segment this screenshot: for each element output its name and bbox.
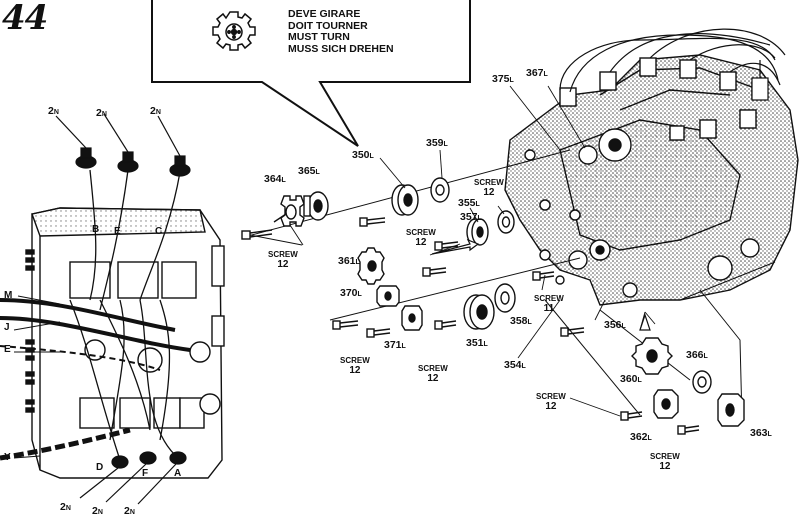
- bearing-357: [466, 218, 489, 246]
- cable-label-top-2: 2N: [96, 107, 107, 119]
- part-label-359: 359L: [426, 137, 448, 149]
- engine-block: [504, 54, 799, 306]
- letter-y: Y: [4, 452, 11, 463]
- note-line-german: MUSS SICH DREHEN: [288, 42, 394, 55]
- part-label-375: 375L: [492, 73, 514, 85]
- screw-362: [620, 411, 643, 421]
- cable-label-bottom-1: 2N: [60, 501, 71, 513]
- gear-362: [653, 389, 679, 419]
- ring-359: [430, 177, 450, 203]
- gear-361: [357, 247, 385, 285]
- note-line-french: DOIT TOURNER: [288, 19, 368, 32]
- screw-pair-2: [422, 267, 447, 277]
- part-label-370: 370L: [340, 287, 362, 299]
- letter-c: C: [155, 226, 163, 237]
- screw-lower-2: [366, 328, 391, 338]
- part-label-362: 362L: [630, 431, 652, 443]
- part-label-366: 366L: [686, 349, 708, 361]
- step-number: 44: [2, 0, 48, 38]
- screw-lower-3: [434, 320, 457, 330]
- part-label-358: 358L: [510, 315, 532, 327]
- screw-11: [532, 271, 555, 281]
- part-label-350: 350L: [352, 149, 374, 161]
- gear-icon: [212, 11, 256, 51]
- exploded-parts: [241, 177, 745, 435]
- gear-363: [717, 393, 745, 427]
- letter-m: M: [4, 290, 13, 301]
- note-line-italian: DEVE GIRARE: [288, 8, 361, 20]
- screw-363: [677, 425, 700, 435]
- bearing-351: [463, 294, 495, 330]
- top-connectors: [55, 113, 191, 177]
- harness: [0, 169, 191, 461]
- part-label-371: 371L: [384, 339, 406, 351]
- screw-lower-1: [332, 320, 359, 330]
- rotation-note: DEVE GIRARE DOIT TOURNER MUST TURN MUSS …: [288, 8, 394, 55]
- part-label-360: 360L: [620, 373, 642, 385]
- part-label-365: 365L: [298, 165, 320, 177]
- letter-b: B: [92, 224, 100, 235]
- letter-e-left: E: [4, 344, 11, 355]
- gear-370: [376, 285, 400, 307]
- screw-356: [560, 327, 585, 337]
- washer-366: [692, 370, 712, 394]
- gear-365: [303, 191, 329, 221]
- part-label-361: 361L: [338, 255, 360, 267]
- part-label-367: 367L: [526, 67, 548, 79]
- screw-pair: [434, 241, 459, 251]
- letter-e: E: [114, 226, 121, 237]
- ring-355: [497, 210, 515, 234]
- letter-j: J: [4, 322, 10, 333]
- letter-a: A: [174, 468, 182, 479]
- cable-label-bottom-2: 2N: [92, 505, 103, 517]
- part-label-351: 351L: [466, 337, 488, 349]
- part-label-354: 354L: [504, 359, 526, 371]
- gear-360: [631, 337, 673, 375]
- ignition-wires: [559, 28, 786, 93]
- cable-label-bottom-3: 2N: [124, 505, 135, 517]
- part-label-364: 364L: [264, 173, 286, 185]
- part-label-363: 363L: [750, 427, 772, 439]
- bearing-350: [391, 184, 419, 216]
- letter-f: F: [142, 468, 149, 479]
- screw-mid: [359, 217, 386, 227]
- part-label-356: 356L: [604, 319, 626, 331]
- letter-d: D: [96, 462, 104, 473]
- left-assembly: [25, 207, 225, 479]
- bottom-connectors: [79, 451, 187, 505]
- gear-371: [401, 305, 423, 331]
- screw-left: [241, 229, 273, 240]
- cable-label-top-3: 2N: [150, 105, 161, 117]
- cable-label-top-1: 2N: [48, 105, 59, 117]
- part-label-355: 355L: [458, 197, 480, 209]
- part-label-357: 357L: [460, 211, 482, 223]
- spark-plug: [751, 60, 769, 101]
- ring-358: [494, 283, 516, 313]
- gear-364: [273, 195, 305, 227]
- note-line-english: MUST TURN: [288, 31, 350, 43]
